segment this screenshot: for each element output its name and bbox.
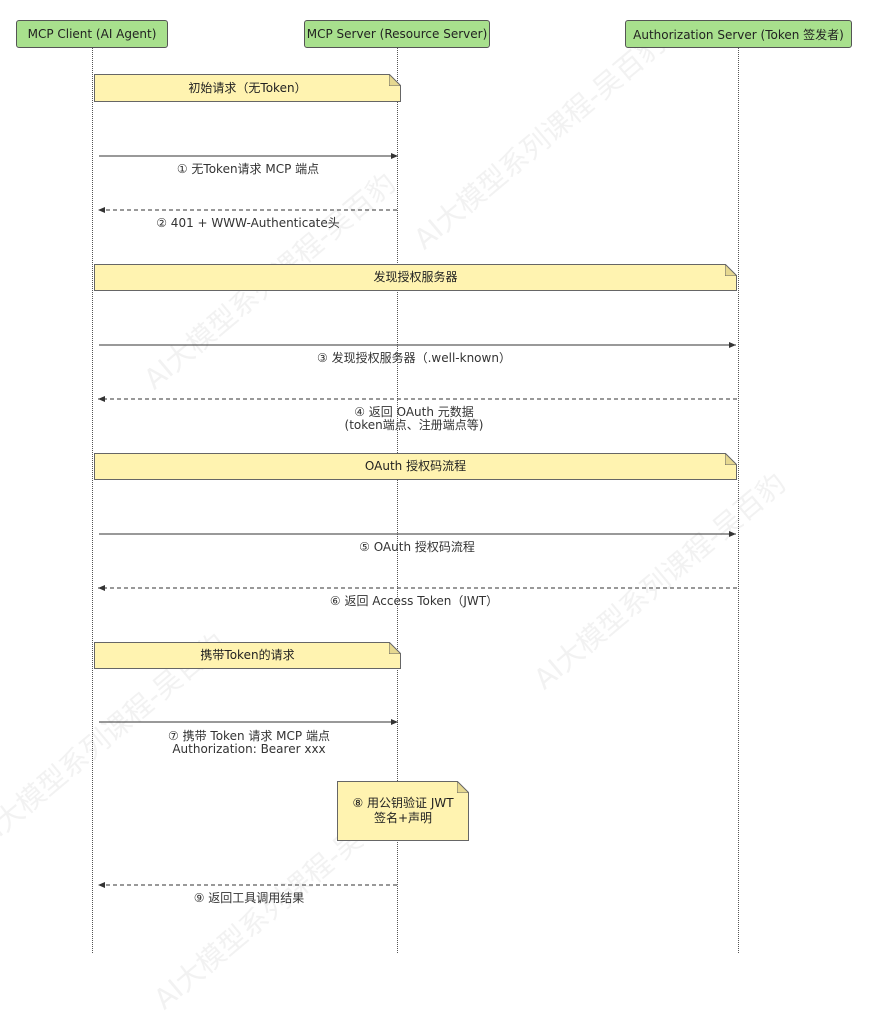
message-label-2: ② 401 + WWW-Authenticate头 [156,216,340,230]
note-discover-auth-server-text: 发现授权服务器 [373,270,458,284]
actor-authorization-server: Authorization Server (Token 签发者) [625,20,852,48]
note-oauth-flow-text: OAuth 授权码流程 [364,459,467,473]
note-fold [457,781,469,793]
lifeline-auth [738,48,739,953]
message-label-4: ④ 返回 OAuth 元数据 (token端点、注册端点等) [345,406,484,432]
note-discover-auth-server: 发现授权服务器 [94,264,737,291]
note-initial-request-text: 初始请求（无Token） [188,80,307,95]
note-initial-request: 初始请求（无Token） [94,74,401,102]
message-label-9: ⑨ 返回工具调用结果 [193,891,305,905]
message-label-7-line1: ⑦ 携带 Token 请求 MCP 端点 [168,729,330,743]
message-label-1: ① 无Token请求 MCP 端点 [176,162,320,176]
actor-mcp-server: MCP Server (Resource Server) [304,20,490,48]
note-fold [389,74,401,86]
message-label-4-line1: ④ 返回 OAuth 元数据 [354,405,474,419]
note-request-with-token-text: 携带Token的请求 [200,648,295,662]
message-arrows [98,153,737,888]
note-oauth-flow: OAuth 授权码流程 [94,453,737,480]
note-verify-jwt-line1: ⑧ 用公钥验证 JWT [352,796,454,810]
message-label-7: ⑦ 携带 Token 请求 MCP 端点 Authorization: Bear… [168,730,330,756]
note-fold [725,264,737,276]
message-label-6: ⑥ 返回 Access Token（JWT） [329,594,499,608]
lifeline-server [397,48,398,953]
note-request-with-token: 携带Token的请求 [94,642,401,669]
note-verify-jwt: ⑧ 用公钥验证 JWT 签名+声明 [337,781,469,841]
message-label-3: ③ 发现授权服务器（.well-known） [317,351,511,365]
note-verify-jwt-line2: 签名+声明 [373,811,433,825]
lifeline-client [92,48,93,953]
message-label-4-line2: (token端点、注册端点等) [344,418,484,432]
message-label-7-line2: Authorization: Bearer xxx [172,742,326,756]
note-fold [725,453,737,465]
actor-mcp-client: MCP Client (AI Agent) [16,20,168,48]
message-label-5: ⑤ OAuth 授权码流程 [359,540,475,554]
note-fold [389,642,401,654]
